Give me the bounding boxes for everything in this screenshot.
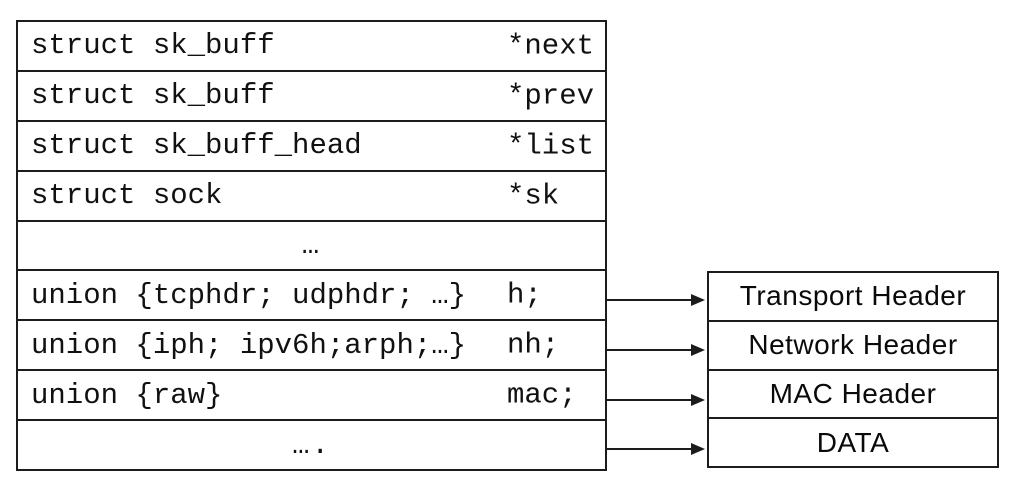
struct-row-next: struct sk_buff *next: [18, 22, 605, 72]
field-type: union {tcphdr; udphdr; …}: [31, 278, 467, 312]
packet-header-boxes: Transport Header Network Header MAC Head…: [707, 271, 999, 469]
arrow-shaft: [607, 349, 694, 351]
arrow-tail-to-data: [607, 443, 705, 455]
field-name: mac;: [507, 378, 577, 412]
arrow-shaft: [607, 399, 694, 401]
arrowhead-icon: [691, 394, 705, 406]
field-type: union {raw}: [31, 378, 223, 412]
struct-row-mac-union: union {raw} mac;: [18, 371, 605, 422]
struct-row-sk: struct sock *sk: [18, 172, 605, 222]
field-name: *prev: [507, 79, 595, 113]
box-transport-header: Transport Header: [709, 273, 997, 322]
ellipsis-text: …: [301, 229, 322, 262]
field-type: struct sock: [31, 179, 223, 213]
struct-row-prev: struct sk_buff *prev: [18, 72, 605, 122]
box-network-header: Network Header: [709, 322, 997, 371]
arrow-mac-to-mac-header: [607, 394, 705, 406]
struct-row-tail-ellipsis: ….: [18, 421, 605, 469]
field-name: h;: [507, 278, 542, 312]
struct-row-network-union: union {iph; ipv6h;arph;…} nh;: [18, 321, 605, 372]
field-name: *sk: [507, 179, 560, 213]
ellipsis-text: ….: [292, 428, 331, 462]
struct-row-ellipsis: …: [18, 222, 605, 272]
field-type: union {iph; ipv6h;arph;…}: [31, 328, 467, 362]
struct-row-list: struct sk_buff_head *list: [18, 122, 605, 172]
arrow-shaft: [607, 299, 694, 301]
field-name: *list: [507, 129, 595, 163]
field-name: nh;: [507, 328, 560, 362]
field-type: struct sk_buff: [31, 79, 275, 113]
arrow-h-to-transport-header: [607, 294, 705, 306]
field-name: *next: [507, 29, 595, 63]
box-mac-header: MAC Header: [709, 371, 997, 420]
field-type: struct sk_buff_head: [31, 129, 362, 163]
sk-buff-struct-table: struct sk_buff *next struct sk_buff *pre…: [16, 20, 607, 472]
field-type: struct sk_buff: [31, 29, 275, 63]
arrowhead-icon: [691, 344, 705, 356]
arrow-shaft: [607, 448, 694, 450]
arrowhead-icon: [691, 294, 705, 306]
struct-row-transport-union: union {tcphdr; udphdr; …} h;: [18, 271, 605, 322]
arrowhead-icon: [691, 443, 705, 455]
box-data: DATA: [816, 426, 890, 458]
arrow-nh-to-network-header: [607, 344, 705, 356]
